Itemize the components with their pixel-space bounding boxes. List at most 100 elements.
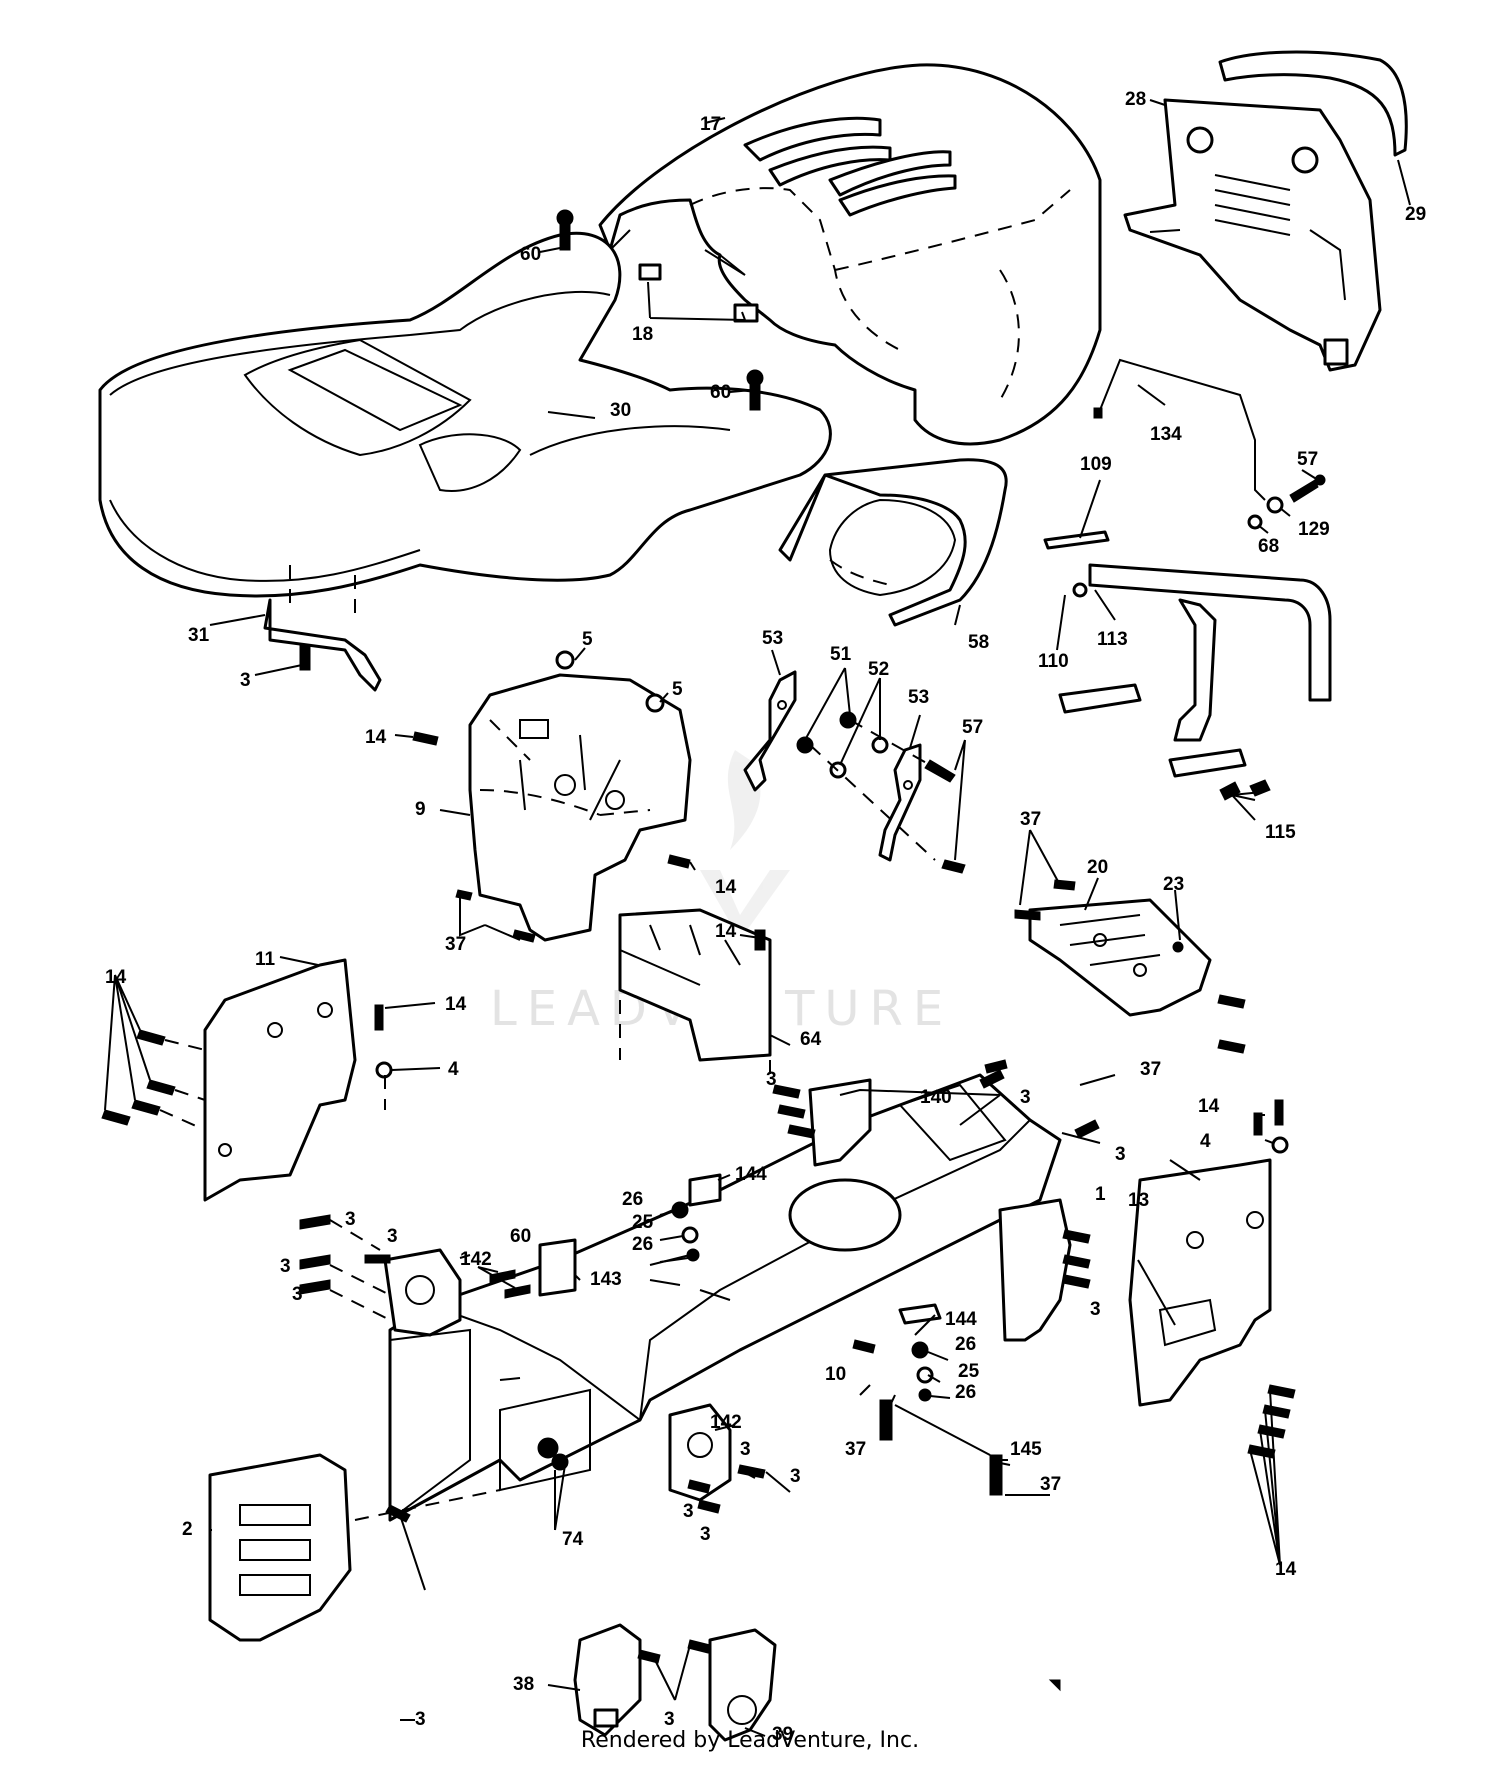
callout-143: 143 xyxy=(590,1269,622,1290)
callout-38: 38 xyxy=(513,1674,534,1695)
callout-31: 31 xyxy=(188,625,210,646)
callout-14: 14 xyxy=(1275,1559,1297,1580)
callout-26: 26 xyxy=(622,1189,643,1210)
callout-25: 25 xyxy=(958,1361,980,1382)
fastener-set-rod xyxy=(1247,474,1326,530)
hood-hinge-bracket-right xyxy=(878,743,922,862)
callout-58: 58 xyxy=(968,632,989,653)
callout-140: 140 xyxy=(920,1087,952,1108)
rear-bracket-right xyxy=(668,1403,766,1514)
misc-fasteners xyxy=(299,209,1263,1692)
callout-53: 53 xyxy=(908,687,929,708)
callout-144: 144 xyxy=(735,1164,767,1185)
callout-60: 60 xyxy=(510,1226,531,1247)
callout-57: 57 xyxy=(962,717,983,738)
callout-144: 144 xyxy=(945,1309,977,1330)
callout-11: 11 xyxy=(255,949,276,970)
callout-51: 51 xyxy=(830,644,852,665)
callout-142: 142 xyxy=(460,1249,492,1270)
bumper-tube xyxy=(1058,563,1332,801)
fender xyxy=(98,231,832,598)
callout-14: 14 xyxy=(1198,1096,1220,1117)
callout-4: 4 xyxy=(1200,1131,1211,1152)
pivot-bracket-right xyxy=(687,1628,777,1742)
callout-14: 14 xyxy=(105,967,127,988)
callout-3: 3 xyxy=(280,1256,291,1277)
hood xyxy=(598,63,1102,446)
hood-support-rod xyxy=(1093,358,1266,501)
callout-64: 64 xyxy=(800,1029,822,1050)
rear-bracket-left xyxy=(299,1214,462,1337)
support-plate xyxy=(1043,530,1110,550)
callout-3: 3 xyxy=(1090,1299,1101,1320)
callout-113: 113 xyxy=(1097,629,1128,650)
callout-25: 25 xyxy=(632,1212,654,1233)
callout-14: 14 xyxy=(715,877,737,898)
callout-18: 18 xyxy=(632,324,653,345)
callout-134: 134 xyxy=(1150,424,1182,445)
callout-68: 68 xyxy=(1258,536,1279,557)
callout-30: 30 xyxy=(610,400,631,421)
rear-plate xyxy=(489,1238,577,1299)
callout-3: 3 xyxy=(292,1284,303,1305)
callout-109: 109 xyxy=(1080,454,1112,475)
callout-3: 3 xyxy=(683,1501,694,1522)
callout-2: 2 xyxy=(182,1519,193,1540)
front-frame-bracket xyxy=(772,1069,1100,1167)
callout-39: 39 xyxy=(772,1724,793,1745)
callout-29: 29 xyxy=(1405,204,1426,225)
callout-37: 37 xyxy=(1140,1059,1161,1080)
leader-lines xyxy=(104,99,1411,1737)
dash-panel xyxy=(412,650,692,943)
callout-28: 28 xyxy=(1125,89,1146,110)
callout-1: 1 xyxy=(1095,1184,1106,1205)
side-panel-left xyxy=(101,958,393,1202)
callout-37: 37 xyxy=(1040,1474,1061,1495)
callout-60: 60 xyxy=(520,244,541,265)
callout-26: 26 xyxy=(955,1382,976,1403)
callout-5: 5 xyxy=(582,629,593,650)
callout-142: 142 xyxy=(710,1412,742,1433)
callout-129: 129 xyxy=(1298,519,1330,540)
hood-vent-grille xyxy=(743,116,957,217)
callout-20: 20 xyxy=(1087,857,1108,878)
pivot-bracket-left xyxy=(573,1623,661,1737)
callout-3: 3 xyxy=(664,1709,675,1730)
callout-52: 52 xyxy=(868,659,889,680)
callout-5: 5 xyxy=(672,679,683,700)
callout-3: 3 xyxy=(387,1226,398,1247)
callout-labels: 17 28 29 60 18 60 30 134 109 57 68 129 3… xyxy=(105,89,1426,1745)
callout-3: 3 xyxy=(240,670,251,691)
fastener-set-frame xyxy=(671,1173,1003,1496)
footer-credit: Rendered by LeadVenture, Inc. xyxy=(580,1728,920,1753)
callout-145: 145 xyxy=(1010,1439,1042,1460)
callout-37: 37 xyxy=(445,934,466,955)
callout-37: 37 xyxy=(1020,809,1041,830)
rear-panel xyxy=(208,1453,501,1642)
front-grille xyxy=(1123,98,1382,372)
callout-37: 37 xyxy=(845,1439,866,1460)
engine-shroud xyxy=(778,458,1008,627)
callout-53: 53 xyxy=(762,628,783,649)
watermark-logo-icon xyxy=(700,750,790,940)
callout-14: 14 xyxy=(445,994,467,1015)
callout-13: 13 xyxy=(1128,1190,1149,1211)
hood-pad xyxy=(733,303,759,323)
steering-support xyxy=(618,908,772,1080)
callout-3: 3 xyxy=(766,1069,777,1090)
callout-110: 110 xyxy=(1038,651,1069,672)
front-axle-bracket xyxy=(998,1198,1091,1342)
callout-3: 3 xyxy=(740,1439,751,1460)
callout-10: 10 xyxy=(825,1364,846,1385)
hood-hinge-bracket-left xyxy=(743,670,797,792)
callout-26: 26 xyxy=(955,1334,976,1355)
hood-pad xyxy=(638,263,662,281)
callout-60: 60 xyxy=(710,382,731,403)
callout-57: 57 xyxy=(1297,449,1318,470)
callout-14: 14 xyxy=(365,727,387,748)
fastener-set-hinge xyxy=(796,711,966,874)
callout-14: 14 xyxy=(715,921,737,942)
callout-17: 17 xyxy=(700,114,721,135)
seat-bracket xyxy=(1014,879,1246,1054)
